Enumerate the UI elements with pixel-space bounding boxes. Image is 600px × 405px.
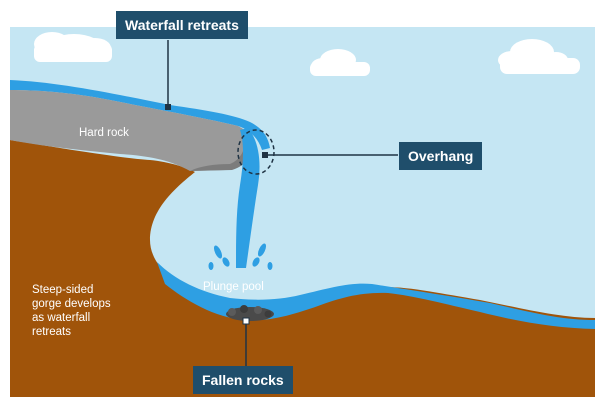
waterfall-stream bbox=[236, 128, 260, 268]
hard-rock bbox=[10, 90, 252, 171]
upper-river-water bbox=[10, 80, 270, 150]
gorge-label-line-2: gorge develops bbox=[32, 298, 111, 310]
hard-rock-label: Hard rock bbox=[79, 127, 129, 139]
overhang-highlight bbox=[237, 129, 275, 175]
fallen-rocks-callout: Fallen rocks bbox=[193, 366, 293, 394]
soft-rock bbox=[10, 130, 595, 397]
splash bbox=[208, 243, 273, 270]
overhang-callout: Overhang bbox=[399, 142, 483, 170]
gorge-label: Steep-sided gorge develops as waterfall … bbox=[32, 283, 111, 339]
waterfall-retreats-callout: Waterfall retreats bbox=[116, 11, 248, 39]
fallen-rocks bbox=[226, 305, 274, 321]
fallen-rocks-pointer-dot bbox=[242, 317, 250, 325]
cloud-right bbox=[498, 39, 580, 74]
gorge-label-line-4: retreats bbox=[32, 326, 71, 338]
gorge-label-line-1: Steep-sided bbox=[32, 284, 94, 296]
overhang-pointer-dot bbox=[262, 152, 268, 158]
cloud-middle bbox=[310, 49, 370, 76]
cloud-left bbox=[34, 32, 112, 62]
plunge-pool-label: Plunge pool bbox=[203, 281, 264, 293]
gorge-label-line-3: as waterfall bbox=[32, 312, 91, 324]
hard-rock-shading bbox=[190, 140, 251, 171]
waterfall-retreats-pointer-dot bbox=[165, 104, 171, 110]
